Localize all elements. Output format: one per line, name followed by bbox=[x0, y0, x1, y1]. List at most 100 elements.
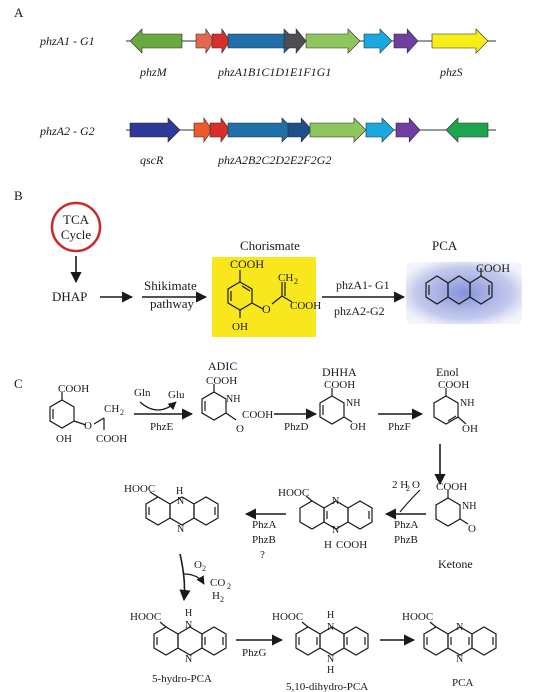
phzf-label: PhzF bbox=[388, 421, 411, 433]
enol-structure bbox=[433, 388, 467, 425]
panel-a-label: A bbox=[14, 5, 24, 20]
dh-n-top: N bbox=[327, 622, 334, 633]
operon2-gene-arrow-8 bbox=[395, 117, 421, 143]
dh-hooc: HOOC bbox=[272, 611, 303, 623]
dhap-label: DHAP bbox=[52, 289, 87, 304]
co2-label: CO bbox=[210, 577, 225, 589]
panel-b-label: B bbox=[14, 188, 23, 203]
dhha-cooh: COOH bbox=[324, 379, 355, 391]
chor-c-ch2: CH bbox=[104, 403, 119, 415]
operon2-center-label: phzA2B2C2D2E2F2G2 bbox=[217, 153, 331, 167]
chor-c-cooh2: COOH bbox=[96, 433, 127, 445]
enol-label: Enol bbox=[436, 365, 459, 379]
pca-c-label: PCA bbox=[452, 677, 473, 689]
chorismate-oh: OH bbox=[232, 321, 248, 333]
operon1-right-label: phzS bbox=[439, 65, 463, 79]
hydro5-label: 5-hydro-PCA bbox=[152, 673, 212, 685]
operon2-gene-arrow-7 bbox=[365, 117, 395, 143]
water-2h: 2 H bbox=[392, 479, 408, 491]
ketone-label: Ketone bbox=[438, 557, 473, 571]
gln-glu-arc bbox=[139, 401, 177, 411]
tca-line2: Cycle bbox=[61, 227, 92, 242]
enol-cooh: COOH bbox=[438, 379, 469, 391]
enzyme-label-1: phzA1- G1 bbox=[336, 278, 390, 292]
pca-c-hooc: HOOC bbox=[402, 611, 433, 623]
dhha-label: DHHA bbox=[322, 365, 357, 379]
enzyme-label-2: phzA2-G2 bbox=[334, 304, 385, 318]
adic-label: ADIC bbox=[208, 359, 237, 373]
chor-c-ch2-sub: 2 bbox=[120, 408, 124, 417]
chorismate-ch2: CH bbox=[278, 272, 293, 284]
pca-structure-b bbox=[425, 268, 493, 305]
operon2-gene-arrow-9 bbox=[445, 117, 489, 143]
shikimate-line2: pathway bbox=[150, 296, 195, 311]
tri2-hooc: HOOC bbox=[124, 483, 155, 495]
tri1-hooc: HOOC bbox=[278, 487, 309, 499]
dh-h-top: H bbox=[327, 610, 334, 621]
operon2-gene-arrow-6 bbox=[309, 117, 367, 143]
ketone-cooh: COOH bbox=[436, 481, 467, 493]
operon1-gene-arrow-5 bbox=[283, 28, 307, 54]
phza-label-2: PhzA bbox=[252, 519, 277, 531]
operon2-genes bbox=[129, 117, 489, 143]
chorismate-ch2-sub: 2 bbox=[294, 277, 298, 286]
question-mark: ? bbox=[260, 549, 265, 561]
hydro5-structure bbox=[153, 621, 227, 656]
phze-label: PhzE bbox=[150, 421, 174, 433]
operon1-gene-arrow-1 bbox=[129, 28, 183, 54]
chorismate-label: Chorismate bbox=[240, 238, 300, 253]
operon1-gene-arrow-8 bbox=[393, 28, 419, 54]
enol-oh: OH bbox=[462, 423, 478, 435]
pca-c-n-top: N bbox=[456, 622, 463, 633]
operon1-gene-arrow-2 bbox=[195, 28, 215, 54]
tca-cycle-circle bbox=[50, 201, 102, 253]
dihydro-structure bbox=[295, 621, 369, 656]
operon2-name: phzA2 - G2 bbox=[39, 124, 95, 138]
o2-sub: 2 bbox=[202, 564, 206, 573]
chor-c-oh: OH bbox=[56, 433, 72, 445]
operon1-gene-arrow-3 bbox=[211, 28, 231, 54]
water-arc bbox=[399, 489, 421, 513]
o2-label: O bbox=[194, 559, 202, 571]
phzd-label: PhzD bbox=[284, 421, 309, 433]
tri1-n-top: N bbox=[332, 496, 339, 507]
tri1-h: H bbox=[324, 539, 332, 551]
operon2-gene-arrow-5 bbox=[287, 117, 313, 143]
water-o: O bbox=[412, 479, 420, 491]
chorismate-o: O bbox=[262, 302, 271, 316]
operon1-gene-arrow-7 bbox=[363, 28, 393, 54]
ketone-nh2: NH bbox=[462, 501, 476, 512]
h2-label: H bbox=[212, 590, 220, 602]
water-sub: 2 bbox=[406, 484, 410, 493]
adic-cooh2: COOH bbox=[242, 409, 273, 421]
operon1-gene-arrow-9 bbox=[431, 28, 489, 54]
tca-line1: TCA bbox=[63, 212, 90, 227]
chor-c-cooh: COOH bbox=[58, 383, 89, 395]
operon1-genes bbox=[129, 28, 489, 54]
tri2-n-top: N bbox=[177, 496, 184, 507]
h5-n-top: N bbox=[185, 620, 192, 631]
gln-label: Gln bbox=[134, 387, 151, 399]
ketone-o: O bbox=[468, 523, 476, 535]
pca-cooh: COOH bbox=[476, 261, 510, 275]
operon2-gene-arrow-1 bbox=[129, 117, 181, 143]
dihydro-label: 5,10-dihydro-PCA bbox=[286, 681, 368, 692]
pca-c-n-bottom: N bbox=[456, 654, 463, 665]
h5-n-bottom: N bbox=[185, 654, 192, 665]
chorismate-structure bbox=[227, 270, 293, 318]
dhha-nh2: NH bbox=[346, 398, 360, 409]
phzb-label-2: PhzB bbox=[252, 534, 276, 546]
operon1-gene-arrow-6 bbox=[305, 28, 361, 54]
pca-label: PCA bbox=[432, 238, 458, 253]
co2-sub: 2 bbox=[227, 582, 231, 591]
dh-n-bottom: N bbox=[327, 654, 334, 665]
h2-sub: 2 bbox=[220, 595, 224, 604]
h5-hooc: HOOC bbox=[130, 611, 161, 623]
adic-nh2: NH bbox=[226, 394, 240, 405]
chorismate-cooh2: COOH bbox=[290, 300, 321, 312]
tri2-n-bottom: N bbox=[177, 524, 184, 535]
pca-c-structure bbox=[423, 621, 497, 656]
glu-label: Glu bbox=[168, 389, 185, 401]
operon2-gene-arrow-2 bbox=[193, 117, 213, 143]
